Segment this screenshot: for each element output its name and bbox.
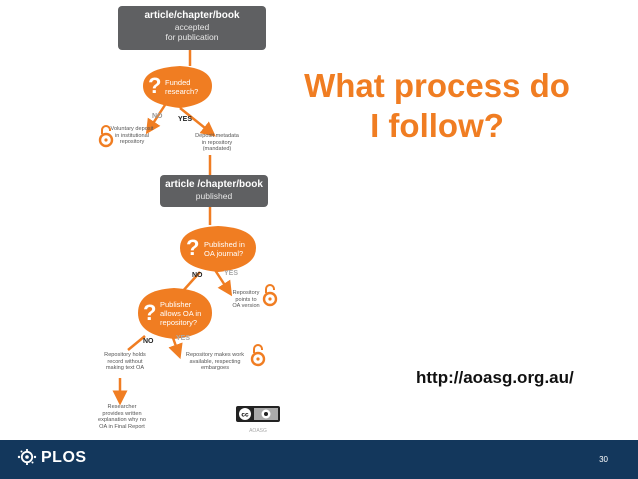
connector-q1-yes <box>179 107 216 137</box>
q3-no-label: NO <box>143 338 154 345</box>
no1-line2: in institutional <box>115 132 149 139</box>
funded-question-line2: research? <box>165 87 199 96</box>
q2-no-label: NO <box>192 272 203 279</box>
published-box-line2: published <box>195 191 233 201</box>
oa-journal-question: ? Published in OA journal? <box>180 226 256 272</box>
q1-no-label: NO <box>152 113 163 120</box>
plos-logo: PLOS <box>16 448 87 467</box>
plos-logo-text: PLOS <box>41 449 87 466</box>
connector-q3-no <box>127 335 146 351</box>
cc-license-badge-icon: cc AOASG <box>236 406 280 434</box>
published-box: article /chapter/book published <box>160 175 268 207</box>
no3-line2: record without <box>107 358 143 365</box>
question-mark-icon: ? <box>186 235 200 260</box>
yes1-line3: (mandated) <box>202 146 232 153</box>
publisher-question: ? Publisher allows OA in repository? <box>138 288 212 339</box>
open-access-icon <box>262 284 278 307</box>
accepted-box: article/chapter/book accepted for public… <box>118 6 266 50</box>
yes1-text: Deposit metadata in repository (mandated… <box>186 133 248 153</box>
no1-line3: repository <box>119 139 145 146</box>
question-shape-publisher <box>138 288 212 339</box>
yes1-line1: Deposit metadata <box>195 133 239 139</box>
license-badge-text: AOASG <box>249 428 267 434</box>
q1-yes-label: YES <box>178 116 193 123</box>
funded-question-line1: Funded <box>165 78 191 87</box>
q3-yes-label: YES <box>176 335 191 342</box>
yes3-line3: embargoes <box>201 365 229 372</box>
oa-journal-line2: OA journal? <box>204 249 244 258</box>
final-line4: OA in Final Report <box>99 423 145 430</box>
accepted-box-line2: accepted <box>174 22 210 32</box>
title-line1: What process do <box>304 67 570 104</box>
flowchart-connectors <box>98 50 278 406</box>
accepted-box-line3: for publication <box>165 32 219 42</box>
connector-q2-no <box>181 271 201 293</box>
svg-text:cc: cc <box>241 412 249 419</box>
yes2-line3: OA version <box>232 303 260 310</box>
connector-q1-no <box>145 104 167 135</box>
q2-yes-label: YES <box>224 270 239 277</box>
final-text: Researcher provides written explanation … <box>92 404 152 430</box>
funded-question: ? Funded research? <box>143 66 212 108</box>
oa-process-flowchart: article/chapter/book accepted for public… <box>0 0 310 440</box>
yes3-line2: available, respecting <box>189 358 241 365</box>
open-access-icon <box>98 125 114 148</box>
publisher-line3: repository? <box>160 318 198 327</box>
accepted-box-title: article/chapter/book <box>144 10 240 21</box>
plos-logo-icon <box>17 448 37 466</box>
page-number: 30 <box>599 455 608 464</box>
title-line2: I follow? <box>370 107 504 144</box>
final-line2: provides written <box>102 410 142 417</box>
slide-title: What process do I follow? <box>282 66 592 146</box>
aoasg-url[interactable]: http://aoasg.org.au/ <box>416 368 574 387</box>
question-mark-icon: ? <box>148 73 162 98</box>
no3-text: Repository holds record without making t… <box>96 352 154 372</box>
open-access-icon <box>250 344 266 367</box>
oa-journal-line1: Published in <box>204 240 245 249</box>
no1-line1: Voluntary deposit <box>110 126 154 132</box>
final-line3: explanation why no <box>98 417 146 424</box>
yes2-text: Repository points to OA version <box>228 290 264 310</box>
final-line1: Researcher <box>107 404 137 410</box>
connector-q2-yes <box>213 269 233 297</box>
yes3-line1: Repository makes work <box>185 352 245 358</box>
yes2-line1: Repository <box>232 290 260 296</box>
no3-line1: Repository holds <box>104 352 146 358</box>
yes3-text: Repository makes work available, respect… <box>180 352 250 372</box>
question-mark-icon: ? <box>143 300 157 325</box>
no3-line3: making text OA <box>105 365 145 372</box>
no1-text: Voluntary deposit in institutional repos… <box>102 126 162 146</box>
publisher-line2: allows OA in <box>160 309 202 318</box>
yes2-line2: points to <box>235 296 257 303</box>
question-shape-oa-journal <box>180 226 256 272</box>
published-box-title: article /chapter/book <box>165 179 263 190</box>
publisher-line1: Publisher <box>160 300 192 309</box>
question-shape-funded <box>143 66 212 108</box>
footer-bar: PLOS 30 <box>0 440 638 479</box>
yes1-line2: in repository <box>201 139 233 146</box>
